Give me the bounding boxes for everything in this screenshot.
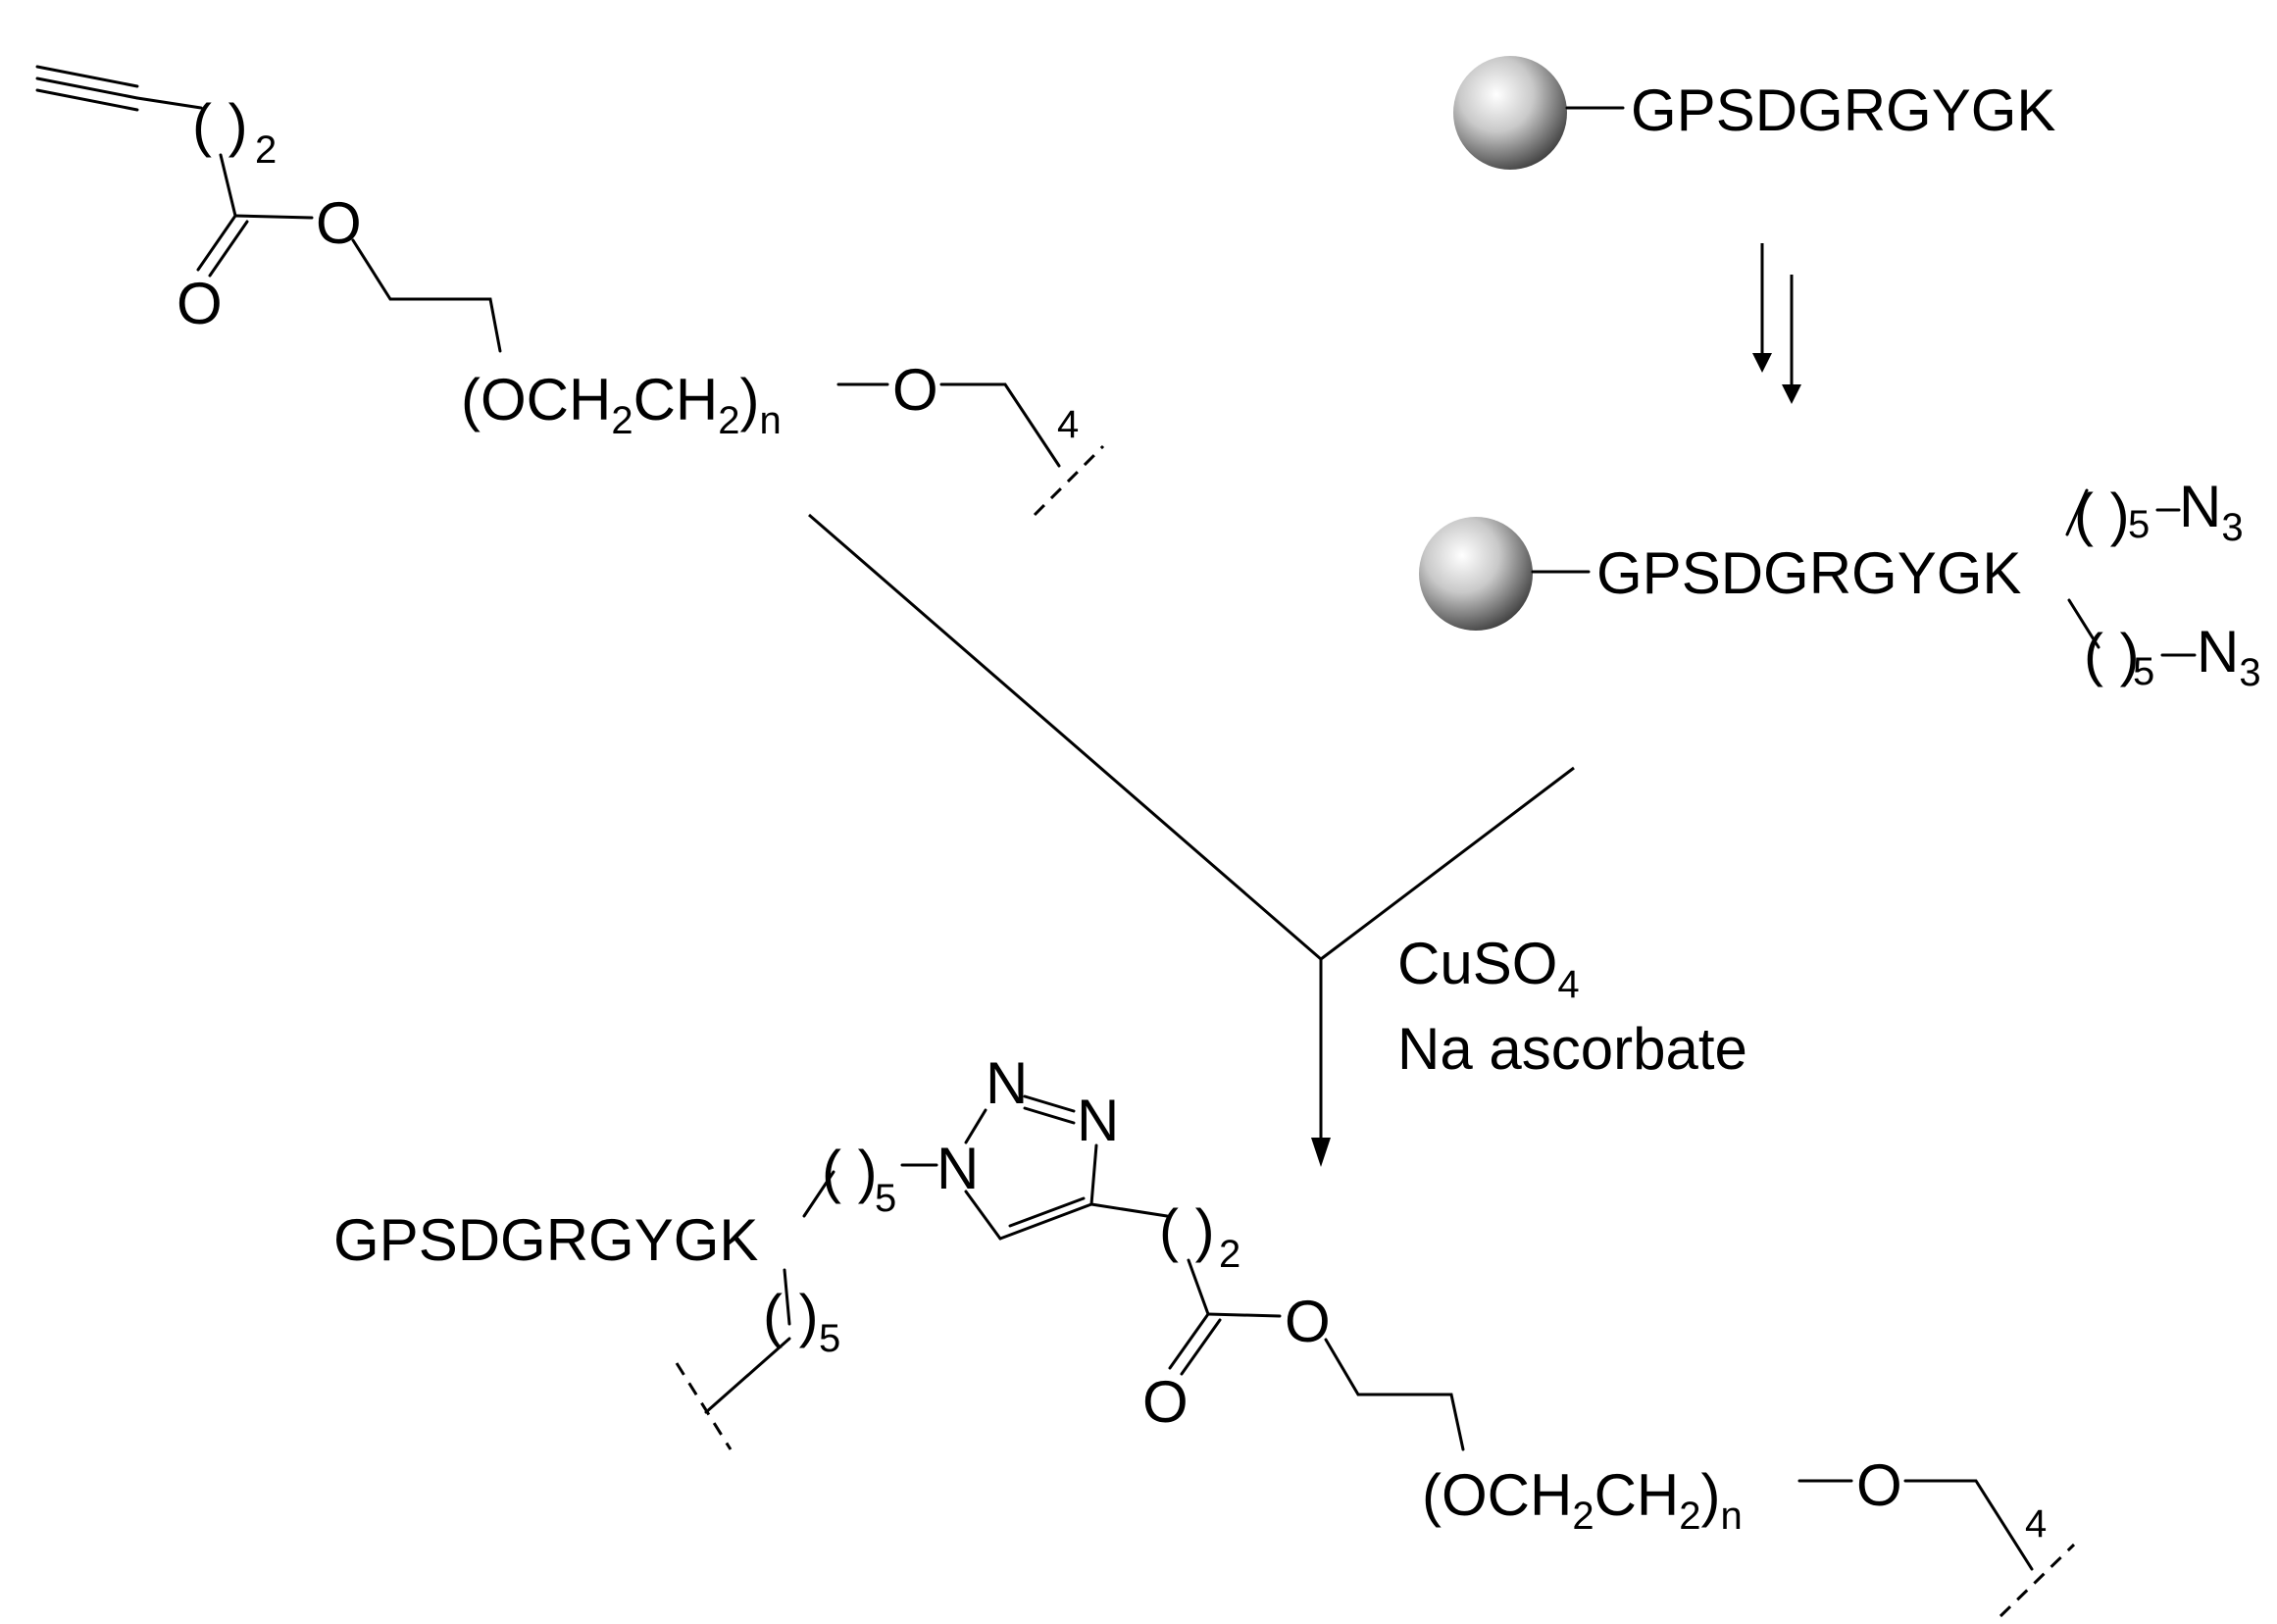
chain-subscript: 5 [2128,503,2150,546]
reaction-conditions: CuSO4 Na ascorbate [1397,931,1747,1082]
triazole-n2: N [986,1050,1028,1116]
chain-subscript: 5 [2133,650,2154,693]
chain-subscript: 2 [255,128,277,172]
chain-subscript: 5 [819,1317,840,1360]
ether-oxygen: O [1856,1452,1902,1518]
carbonyl-oxygen: O [177,271,223,336]
chain-paren: ( ) [2074,482,2130,547]
multistep-arrows [1752,243,1801,404]
chain-subscript: 4 [2025,1502,2047,1546]
azide-group: N3 [2197,619,2261,694]
peg-open: (OCH2CH2)n [1422,1462,1743,1538]
bis-azide-peptide: GPSDGRGYGK ( ) 5 N3 ( ) 5 N3 [1419,474,2261,694]
peptide-sequence: GPSDGRGYGK [333,1207,758,1273]
chain-subscript: 2 [1219,1233,1240,1276]
reagent-sodium-ascorbate: Na ascorbate [1397,1016,1747,1082]
triazole-n3: N [1077,1088,1119,1153]
triazole-product: GPSDGRGYGK ( ) 5 N N N ( ) 2 O O (OCH2CH… [333,1050,2076,1618]
ether-oxygen: O [892,357,938,423]
ester-oxygen: O [1285,1289,1331,1354]
chain-subscript: 4 [1057,403,1079,446]
resin-bead [1419,517,1533,631]
chain-paren: ( ) [192,92,248,158]
resin-bead [1453,56,1567,170]
azide-group: N3 [2179,474,2244,549]
peg-open: (OCH2CH2)n [461,367,782,442]
chain-paren: ( ) [2084,622,2140,687]
chain-paren: ( ) [1159,1197,1215,1263]
chain-paren: ( ) [763,1283,819,1348]
resin-peptide: GPSDGRGYGK [1453,56,2055,170]
peptide-sequence: GPSDGRGYGK [1631,77,2055,143]
chain-paren: ( ) [822,1139,878,1204]
alkyne-peg-reagent: ( ) 2 O O (OCH2CH2)n O 4 [35,65,1105,517]
reaction-arrow [808,513,1575,1167]
reagent-copper-sulfate: CuSO4 [1397,931,1580,1006]
peptide-sequence: GPSDGRGYGK [1596,540,2021,606]
triazole-n1: N [936,1136,979,1201]
ester-oxygen: O [316,190,362,256]
carbonyl-oxygen: O [1142,1369,1189,1435]
chain-subscript: 5 [875,1177,896,1220]
